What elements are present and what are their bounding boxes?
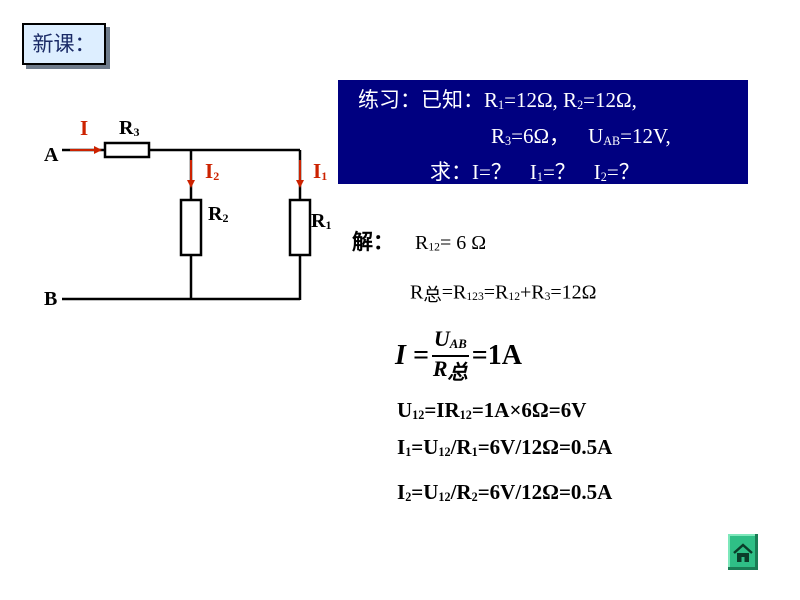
home-icon [733, 543, 753, 562]
fraction-numerator: UAB [431, 328, 469, 357]
problem-line-2: R3=6Ω，UAB=12V, [491, 123, 671, 148]
equation-i2: I2=U12/R2=6V/12Ω=0.5A [397, 480, 613, 504]
current-i2-label: I2 [205, 159, 219, 183]
node-a-label: A [44, 144, 59, 166]
problem-box: 练习：已知：R1=12Ω, R2=12Ω, R3=6Ω，UAB=12V, 求：I… [338, 80, 748, 184]
r1-label: R1 [311, 210, 331, 232]
current-i1-label: I1 [313, 159, 327, 183]
fraction-denominator: R总 [432, 355, 468, 384]
resistor-r1 [288, 198, 312, 257]
current-i-label: I [80, 116, 88, 140]
problem-line-1: 练习：已知：R1=12Ω, R2=12Ω, [358, 88, 637, 112]
section-tag: 新课： [22, 23, 106, 65]
wires [62, 148, 302, 301]
problem-line-3: 求：I=？I1=？I2=？ [430, 159, 640, 184]
equation-u12: U12=IR12=1A×6Ω=6V [397, 398, 587, 422]
equation-current-fraction: I = UAB R总 =1A [395, 326, 522, 384]
equation-r12: R12= 6 Ω [415, 232, 487, 254]
home-button[interactable] [728, 534, 758, 570]
solution-label: 解： [352, 230, 394, 254]
equation-i1: I1=U12/R1=6V/12Ω=0.5A [397, 435, 613, 459]
equation-r-total: R总=R123=R12+R3=12Ω [410, 281, 597, 306]
r2-label: R2 [208, 203, 228, 225]
resistor-r3 [103, 141, 151, 159]
r3-label: R3 [119, 117, 139, 139]
resistor-r2 [179, 198, 203, 257]
node-b-label: B [44, 288, 57, 310]
